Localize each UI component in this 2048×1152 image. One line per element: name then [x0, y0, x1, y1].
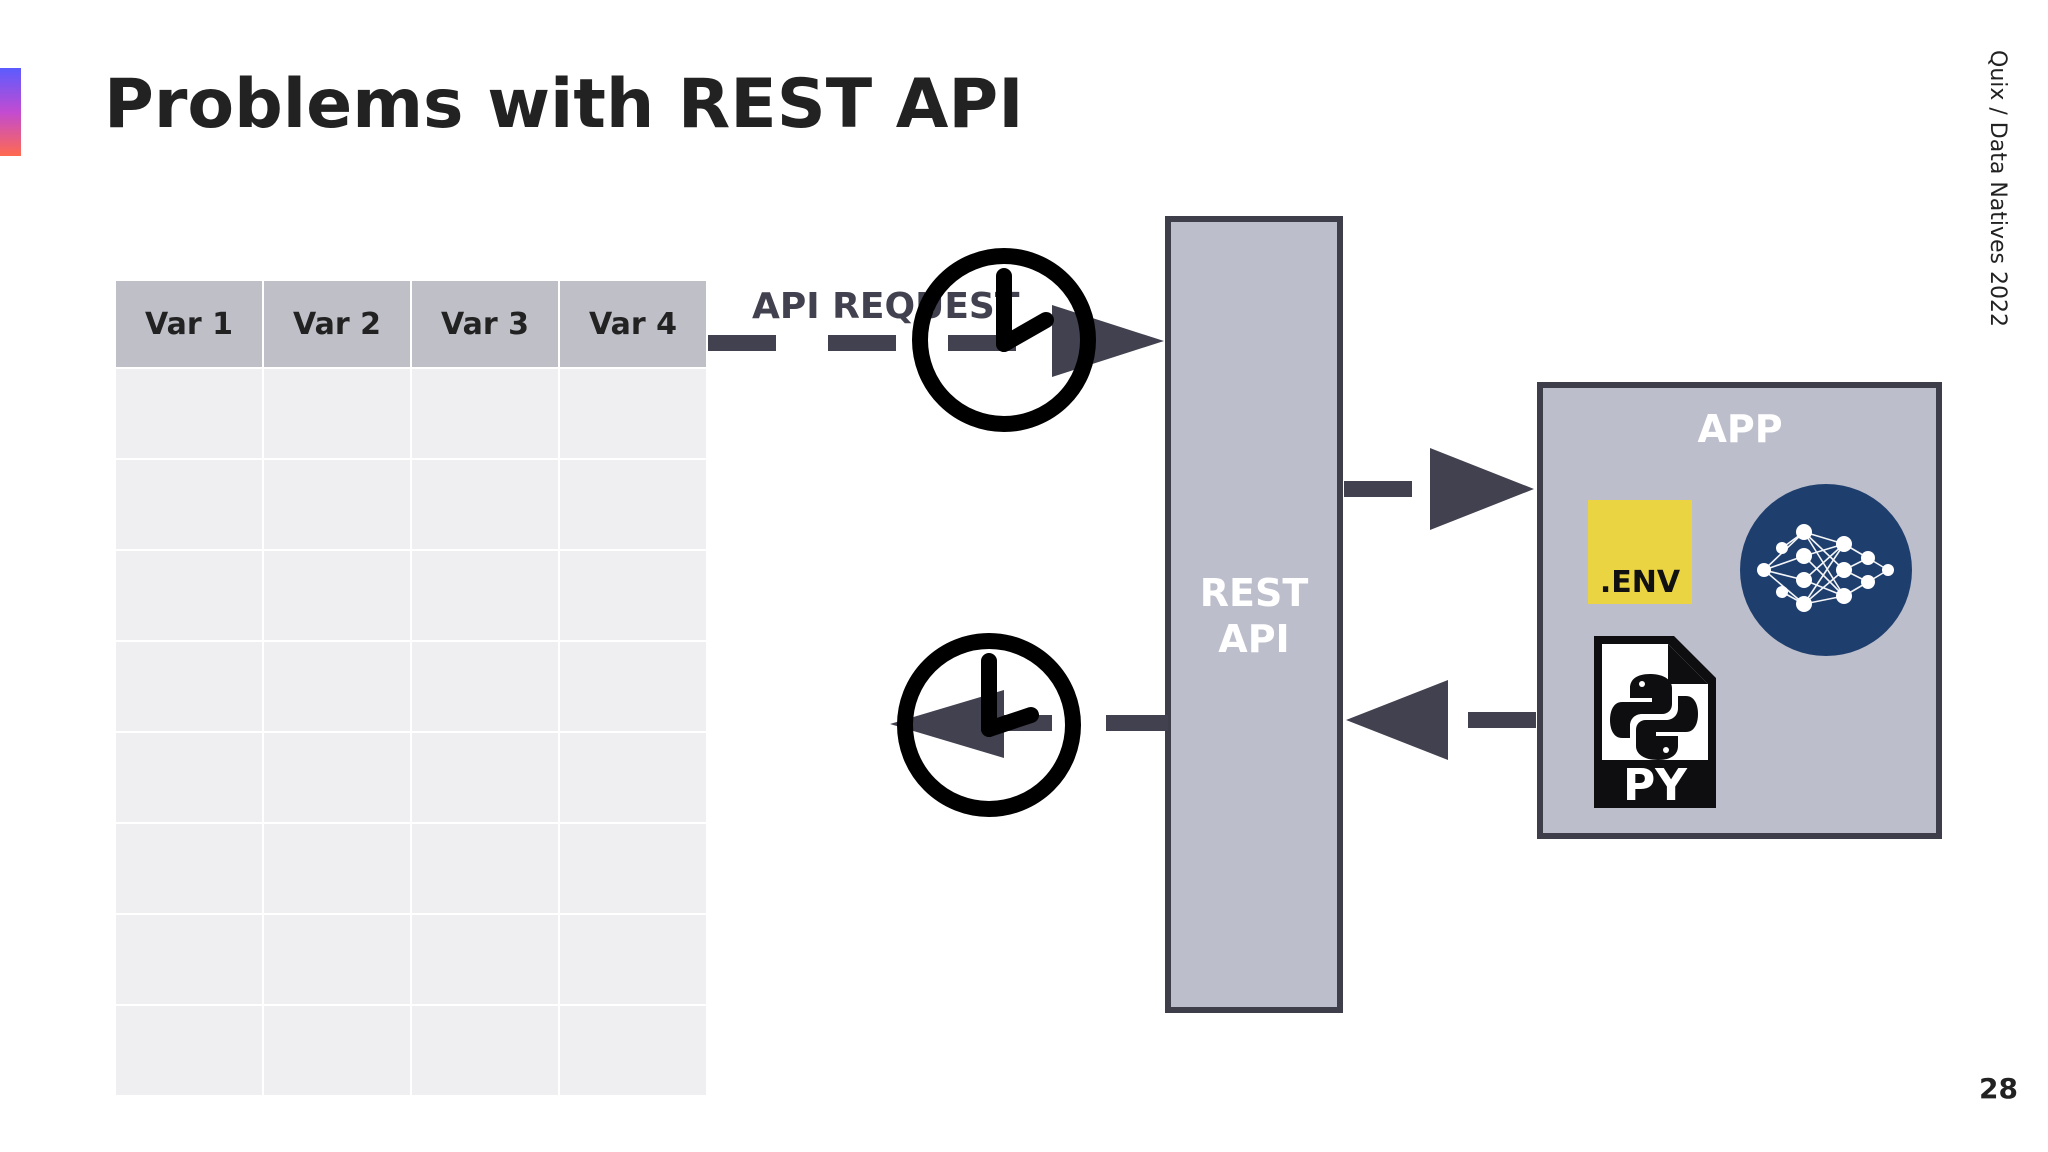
python-logo-icon: [1610, 674, 1698, 760]
table-row: [114, 1004, 708, 1097]
env-file-icon: .ENV: [1588, 500, 1692, 604]
table-cell: [262, 640, 412, 733]
table-cell: [558, 640, 708, 733]
table-cell: [410, 640, 560, 733]
table-header-var-1: Var 1: [114, 279, 264, 369]
table-cell: [262, 367, 412, 460]
python-file-icon: PY: [1594, 636, 1716, 811]
table-cell: [262, 1004, 412, 1097]
table-header-var-2: Var 2: [262, 279, 412, 369]
table-row: [114, 913, 708, 1006]
table-cell: [410, 822, 560, 915]
table-cell: [262, 913, 412, 1006]
table-cell: [558, 731, 708, 824]
rest-to-app-arrow: [1344, 448, 1534, 530]
table-cell: [114, 1004, 264, 1097]
table-row: [114, 549, 708, 642]
table-row: [114, 640, 708, 733]
table-cell: [558, 458, 708, 551]
table-cell: [410, 458, 560, 551]
table-cell: [558, 1004, 708, 1097]
table-cell: [262, 731, 412, 824]
py-label: PY: [1623, 760, 1688, 811]
table-header-var-4: Var 4: [558, 279, 708, 369]
table-cell: [262, 822, 412, 915]
table-cell: [262, 549, 412, 642]
table-cell: [114, 822, 264, 915]
rest-api-label-line2: API: [1218, 617, 1289, 661]
slide-title: Problems with REST API: [104, 65, 1024, 144]
clock-icon: [897, 633, 1081, 817]
table-header-var-3: Var 3: [410, 279, 560, 369]
table-cell: [114, 458, 264, 551]
table-cell: [262, 458, 412, 551]
table-cell: [558, 822, 708, 915]
table-cell: [114, 367, 264, 460]
table-row: [114, 458, 708, 551]
table-cell: [558, 549, 708, 642]
app-to-rest-arrow: [1346, 680, 1536, 760]
data-table: Var 1 Var 2 Var 3 Var 4: [114, 279, 708, 1097]
table-body: [114, 367, 708, 1097]
table-cell: [410, 549, 560, 642]
neural-network-icon: [1740, 484, 1912, 656]
app-label: APP: [1697, 407, 1782, 451]
table-cell: [114, 731, 264, 824]
accent-bar: [0, 68, 21, 156]
table-cell: [410, 367, 560, 460]
table-cell: [410, 731, 560, 824]
table-cell: [114, 549, 264, 642]
clock-icon: [912, 248, 1096, 432]
rest-api-label-line1: REST: [1200, 571, 1309, 615]
table-row: [114, 367, 708, 460]
table-cell: [114, 913, 264, 1006]
table-cell: [558, 367, 708, 460]
table-cell: [114, 640, 264, 733]
table-header-row: Var 1 Var 2 Var 3 Var 4: [114, 279, 708, 369]
rest-api-box: [1165, 216, 1343, 1013]
page-number: 28: [1979, 1072, 2018, 1105]
table-cell: [410, 1004, 560, 1097]
table-cell: [558, 913, 708, 1006]
api-request-label: API REQUEST: [752, 286, 1020, 327]
table-row: [114, 731, 708, 824]
env-label: .ENV: [1600, 565, 1681, 600]
table-cell: [410, 913, 560, 1006]
table-row: [114, 822, 708, 915]
